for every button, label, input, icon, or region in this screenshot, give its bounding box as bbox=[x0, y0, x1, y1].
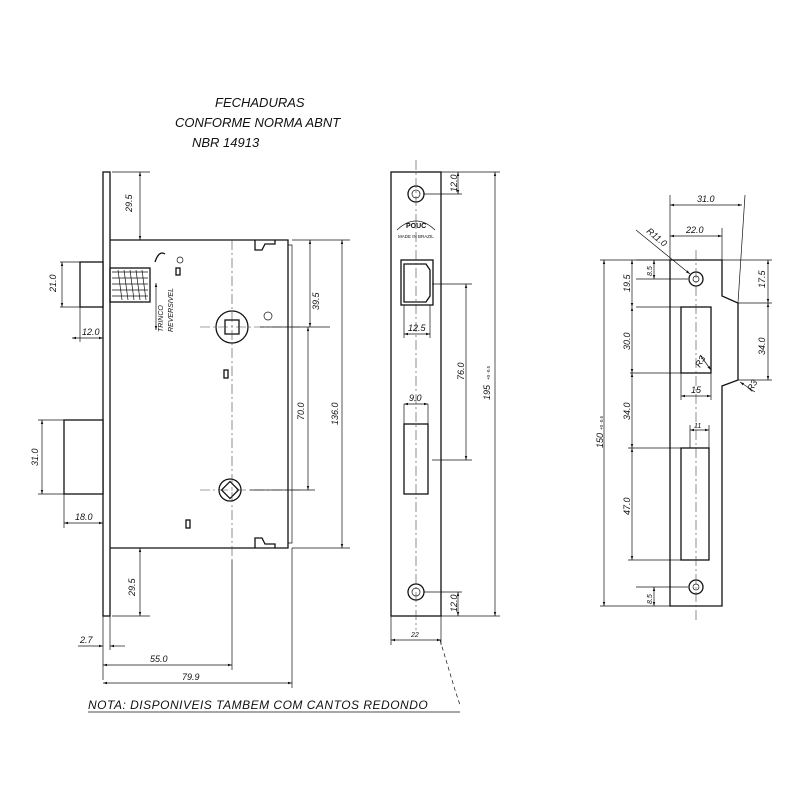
slot-mark-2 bbox=[223, 369, 229, 379]
dim-22-text: 22 bbox=[410, 632, 419, 639]
brand-name: POUC bbox=[406, 223, 426, 230]
dim-79-9-text: 79.9 bbox=[182, 672, 200, 682]
dim-150-tol: +0 -0.5 bbox=[599, 415, 604, 430]
latch-hook-icon bbox=[154, 252, 166, 263]
dim-31-0-text: 31.0 bbox=[30, 448, 40, 466]
dim-70-0-text: 70.0 bbox=[296, 402, 306, 420]
dim-34-0-left-text: 34.0 bbox=[622, 402, 632, 420]
title-line-2: CONFORME NORMA ABNT bbox=[175, 115, 341, 130]
ext-line bbox=[737, 194, 746, 304]
bolt-label: TRINCO bbox=[158, 305, 165, 332]
r3-b-leader bbox=[739, 381, 756, 393]
dim-195-tol: +0 -0.5 bbox=[486, 365, 491, 380]
key-square bbox=[220, 480, 240, 500]
latch-housing bbox=[109, 267, 151, 303]
dim-47-0-text: 47.0 bbox=[622, 497, 632, 515]
spring-coils bbox=[117, 269, 147, 301]
r3-a-text: R3 bbox=[693, 354, 707, 369]
dim-29-5-bottom-text: 29.5 bbox=[127, 577, 137, 597]
latch-window bbox=[400, 259, 434, 306]
dim-31-0-strike-text: 31.0 bbox=[697, 194, 715, 204]
title-line-3: NBR 14913 bbox=[192, 135, 260, 150]
r11-text: R11.0 bbox=[645, 226, 669, 249]
dim-19-5-text: 19.5 bbox=[622, 273, 632, 292]
note-text: NOTA: DISPONIVEIS TAMBEM COM CANTOS REDO… bbox=[88, 698, 428, 712]
dim-9-0-text: 9.0 bbox=[409, 393, 422, 403]
note-leader bbox=[439, 639, 461, 706]
dim-2-7-text: 2.7 bbox=[79, 635, 94, 645]
screw-hole bbox=[263, 311, 273, 321]
strike-plate-view: 31.0 22.0 R11.0 8.5 19.5 17.5 34.0 30.0 … bbox=[595, 194, 772, 620]
strike-bolt-opening bbox=[680, 447, 710, 561]
slot-mark-1 bbox=[175, 267, 181, 276]
r3-b-text: R3 bbox=[745, 378, 759, 393]
reversible-label: REVERSIVEL bbox=[168, 288, 175, 332]
dim-29-5-top-text: 29.5 bbox=[124, 193, 134, 213]
dim-150-text: 150 bbox=[595, 433, 605, 448]
latch-face bbox=[403, 263, 431, 303]
dim-8-5-bottom-text: 8.5 bbox=[647, 594, 654, 604]
r11-leader bbox=[635, 229, 691, 275]
bottom-tab bbox=[254, 537, 276, 548]
dim-195-text: 195 bbox=[482, 384, 492, 400]
r3-a-leader bbox=[699, 354, 712, 371]
title-line-1: FECHADURAS bbox=[215, 95, 305, 110]
dim-12-0-bottom-text: 12.0 bbox=[449, 594, 459, 612]
top-tab bbox=[254, 240, 276, 251]
case-body bbox=[110, 239, 289, 549]
faceplate-side bbox=[102, 171, 111, 617]
dim-30-0-text: 30.0 bbox=[622, 332, 632, 350]
dim-55-0-text: 55.0 bbox=[150, 654, 168, 664]
dim-76-0-text: 76.0 bbox=[456, 362, 466, 380]
side-view: TRINCO REVERSIVEL 29.5 21.0 12.0 39.5 bbox=[30, 171, 350, 688]
dim-12-0-text: 12.0 bbox=[82, 327, 100, 337]
dim-8-5-top-text: 8.5 bbox=[647, 266, 654, 276]
dim-39-5-text: 39.5 bbox=[311, 291, 321, 310]
dim-136-0-text: 136.0 bbox=[330, 402, 340, 425]
case-lip bbox=[288, 244, 293, 544]
dim-17-5-text: 17.5 bbox=[757, 269, 767, 288]
dim-12-0-top-text: 12.0 bbox=[449, 174, 459, 192]
dim-11-text: 11 bbox=[694, 423, 701, 430]
dim-12-5-text: 12.5 bbox=[408, 323, 427, 333]
latch-bolt bbox=[79, 261, 104, 308]
dim-34-0-right-text: 34.0 bbox=[757, 337, 767, 355]
front-plate-view: POUC MADE IN BRAZIL 12.0 12.5 76.0 195 +… bbox=[390, 160, 500, 706]
dim-15-text: 15 bbox=[691, 385, 702, 395]
dim-18-0-text: 18.0 bbox=[75, 512, 93, 522]
small-pin-icon bbox=[176, 256, 184, 264]
deadbolt bbox=[63, 419, 104, 495]
dim-21-0-text: 21.0 bbox=[48, 274, 58, 293]
slot-mark-3 bbox=[185, 519, 191, 529]
dim-22-0-strike-text: 22.0 bbox=[685, 225, 704, 235]
